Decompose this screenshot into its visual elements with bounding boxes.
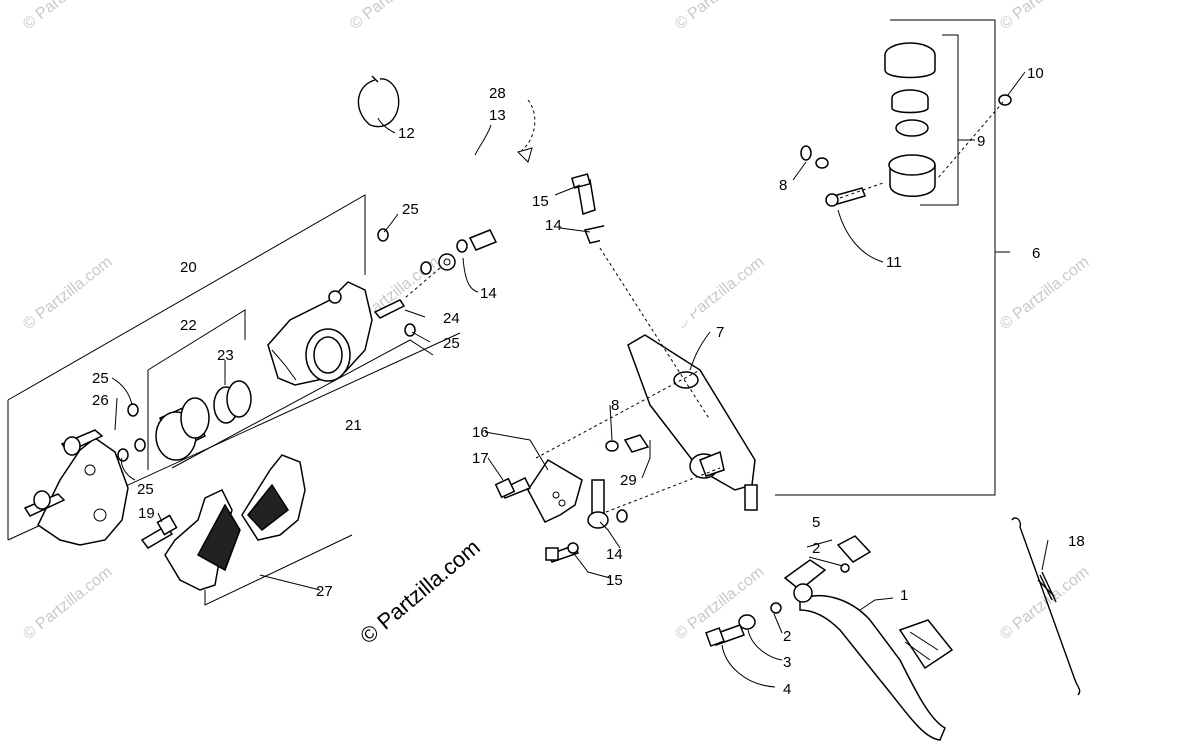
callout-14: 14 — [606, 546, 623, 563]
callout-12: 12 — [398, 125, 415, 142]
callout-27: 27 — [316, 583, 333, 600]
watermark: © Partzilla.com — [347, 0, 442, 33]
brake-pedal — [705, 535, 954, 741]
watermark: © Partzilla.com — [672, 0, 767, 33]
callout-18: 18 — [1068, 533, 1085, 550]
callout-2: 2 — [783, 628, 791, 645]
leader-lines — [111, 71, 1049, 688]
callout-14: 14 — [480, 285, 497, 302]
callout-9: 9 — [977, 133, 985, 150]
caliper-assembly — [23, 75, 416, 591]
group-brackets — [7, 19, 996, 606]
callout-24: 24 — [443, 310, 460, 327]
callout-25: 25 — [402, 201, 419, 218]
main-watermark: © Partzilla.com — [355, 534, 485, 648]
callout-28: 28 — [489, 85, 506, 102]
callout-19: 19 — [138, 505, 155, 522]
callout-20: 20 — [180, 259, 197, 276]
master-cylinder — [581, 122, 829, 511]
callout-10: 10 — [1027, 65, 1044, 82]
callout-8: 8 — [611, 397, 619, 414]
watermark: © Partzilla.com — [20, 253, 115, 333]
callout-6: 6 — [1032, 245, 1040, 262]
watermark: © Partzilla.com — [20, 563, 115, 643]
callout-22: 22 — [180, 317, 197, 334]
callout-21: 21 — [345, 417, 362, 434]
watermark: © Partzilla.com — [997, 563, 1092, 643]
watermark: © Partzilla.com — [997, 253, 1092, 333]
callout-16: 16 — [472, 424, 489, 441]
callout-11: 11 — [886, 254, 902, 271]
callout-13: 13 — [489, 107, 506, 124]
mount-bracket — [494, 458, 628, 563]
watermark: © Partzilla.com — [20, 0, 115, 33]
callout-5: 5 — [812, 514, 820, 531]
callout-2: 2 — [812, 540, 820, 557]
callout-8: 8 — [779, 177, 787, 194]
brake-hose — [420, 147, 613, 275]
callout-4: 4 — [783, 681, 791, 698]
callout-3: 3 — [783, 654, 791, 671]
callout-29: 29 — [620, 472, 637, 489]
callout-26: 26 — [92, 392, 109, 409]
callout-25: 25 — [92, 370, 109, 387]
callout-14: 14 — [545, 217, 562, 234]
reservoir — [825, 42, 1012, 207]
callout-labels: 1 2 2 3 4 5 6 7 8 8 9 10 11 12 13 14 14 … — [92, 65, 1085, 698]
callout-15: 15 — [532, 193, 549, 210]
callout-15: 15 — [606, 572, 623, 589]
watermark: © Partzilla.com — [997, 0, 1092, 33]
callout-1: 1 — [900, 587, 908, 604]
callout-17: 17 — [472, 450, 489, 467]
callout-25: 25 — [137, 481, 154, 498]
return-spring — [1011, 517, 1081, 696]
callout-7: 7 — [716, 324, 724, 341]
callout-23: 23 — [217, 347, 234, 364]
callout-25: 25 — [443, 335, 460, 352]
